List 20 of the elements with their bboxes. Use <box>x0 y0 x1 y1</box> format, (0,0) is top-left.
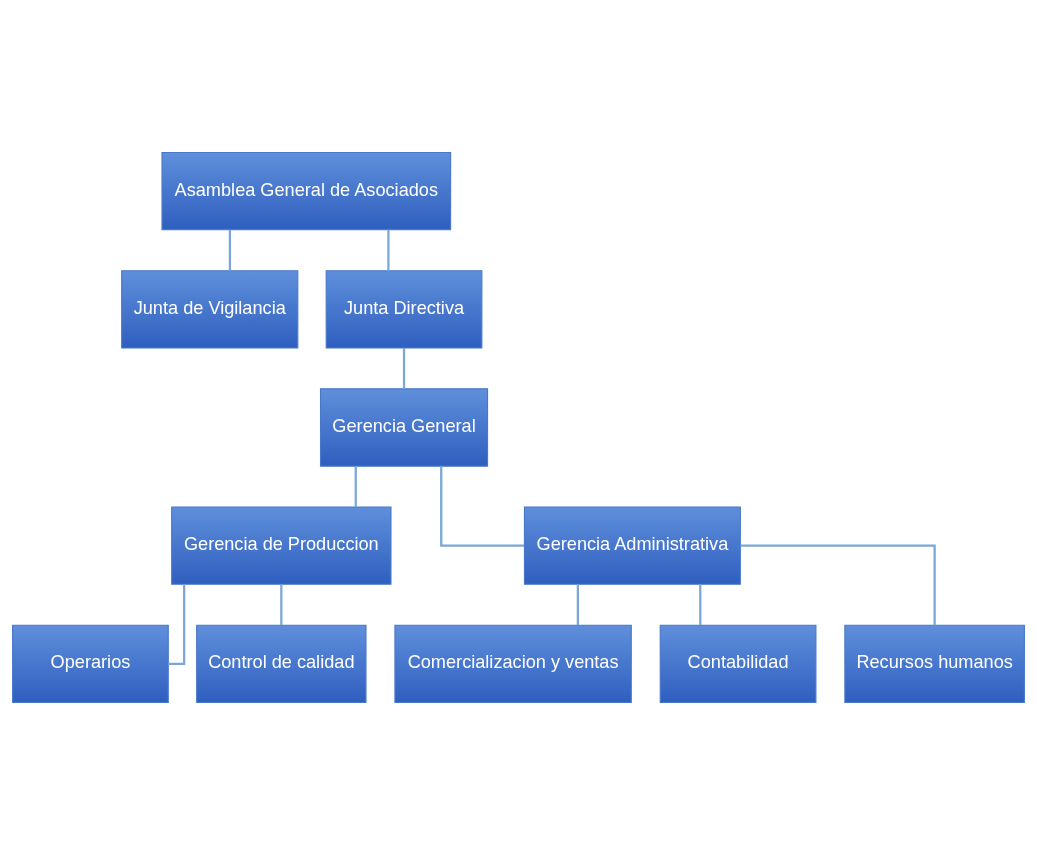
connector <box>740 544 936 625</box>
node-box: Recursos humanos <box>844 624 1025 703</box>
connector <box>387 229 390 271</box>
node-box: Contabilidad <box>659 624 817 703</box>
connector <box>354 465 357 507</box>
node-box: Gerencia General <box>319 387 489 467</box>
connector <box>228 229 232 271</box>
node-box: Junta Directiva <box>325 269 483 349</box>
connector <box>280 583 283 625</box>
connector <box>576 583 579 625</box>
node-box: Junta de Vigilancia <box>121 269 299 349</box>
node-box: Comercializacion y ventas <box>394 624 632 703</box>
node-box: Gerencia Administrativa <box>523 505 741 585</box>
node-box: Gerencia de Produccion <box>171 505 392 585</box>
connector <box>699 583 702 625</box>
node-box: Asamblea General de Asociados <box>161 151 452 230</box>
node-box: Operarios <box>12 624 169 703</box>
connector <box>440 465 524 547</box>
connector <box>402 347 406 389</box>
node-box: Control de calidad <box>196 624 367 703</box>
